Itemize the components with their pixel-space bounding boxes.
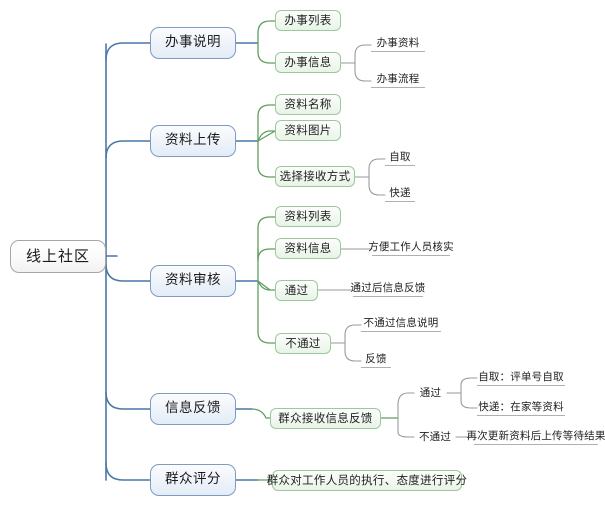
child-node-qunzhongjieshouxinxifankui[interactable]: 群众接收信息反馈 <box>270 408 381 429</box>
branch-node-xinxifankui[interactable]: 信息反馈 <box>150 393 236 425</box>
child-node-butongguo[interactable]: 不通过 <box>275 333 331 354</box>
branch-node-qunzhongpingfen[interactable]: 群众评分 <box>150 464 236 496</box>
child-node-ziliaomingcheng[interactable]: 资料名称 <box>275 94 341 115</box>
leaf-node-fankui-butongguo[interactable]: 不通过 <box>418 430 452 443</box>
leaf-node-banshiziliao[interactable]: 办事资料 <box>371 37 425 52</box>
branch-node-banshishuoming[interactable]: 办事说明 <box>150 27 236 59</box>
leaf-node-kuaidi[interactable]: 快递 <box>385 187 415 202</box>
child-node-banshiliebiao[interactable]: 办事列表 <box>275 10 341 31</box>
child-node-ziliaoxinxi[interactable]: 资料信息 <box>275 238 341 259</box>
child-node-banshixinxi[interactable]: 办事信息 <box>275 52 341 73</box>
leaf-node-tongguohouxinxifankui[interactable]: 通过后信息反馈 <box>351 282 425 297</box>
child-node-qunzhongpingfen-desc[interactable]: 群众对工作人员的执行、态度进行评分 <box>267 470 467 491</box>
leaf-node-banshiliucheng[interactable]: 办事流程 <box>371 73 425 88</box>
branch-node-ziliaoshenhe[interactable]: 资料审核 <box>150 265 236 297</box>
child-node-tongguo[interactable]: 通过 <box>275 280 318 301</box>
child-node-ziliaoliebiao[interactable]: 资料列表 <box>275 206 341 227</box>
child-node-xuanzejieshoufangshi[interactable]: 选择接收方式 <box>275 166 355 187</box>
leaf-node-fankui[interactable]: 反馈 <box>361 353 391 368</box>
leaf-node-ziqu[interactable]: 自取 <box>385 151 415 166</box>
leaf-node-fangbiangongzuorenyuanheshi[interactable]: 方便工作人员核实 <box>368 241 454 256</box>
leaf-node-ziqu-pingdanhao[interactable]: 自取：评单号自取 <box>477 371 565 386</box>
leaf-node-kuaidi-zaijiadeng[interactable]: 快递：在家等资料 <box>477 401 565 416</box>
leaf-node-butongguoxinxishuoming[interactable]: 不通过信息说明 <box>361 317 441 332</box>
leaf-node-zaicigengxinziliao[interactable]: 再次更新资料后上传等待结果 <box>466 430 605 445</box>
root-node[interactable]: 线上社区 <box>10 240 106 273</box>
child-node-ziliaotupian[interactable]: 资料图片 <box>275 120 341 141</box>
branch-node-ziliaoshangchuan[interactable]: 资料上传 <box>150 125 236 157</box>
leaf-node-fankui-tongguo[interactable]: 通过 <box>419 386 442 399</box>
